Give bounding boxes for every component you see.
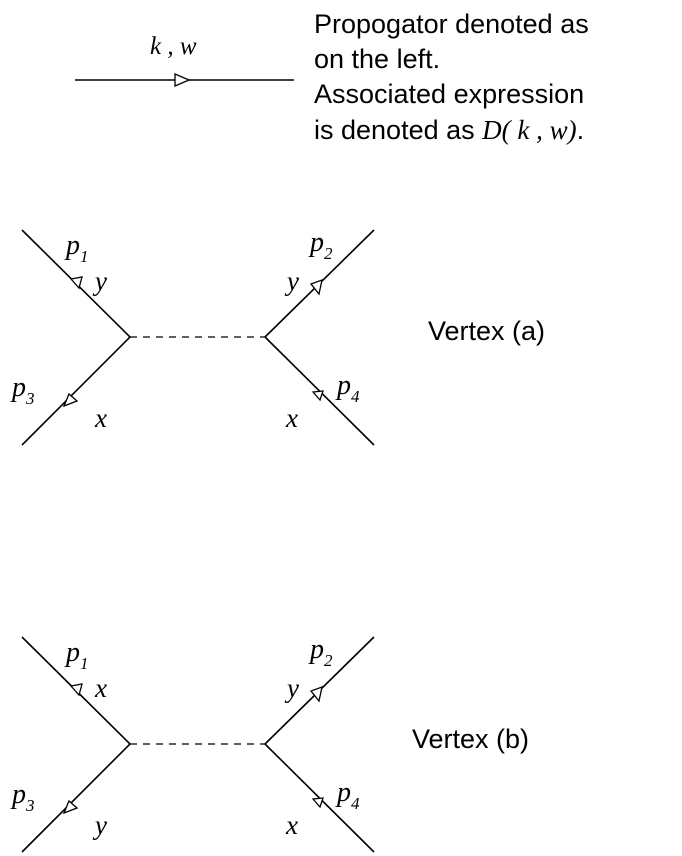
vertex-a-arrow-upper-right-icon (309, 278, 323, 296)
propagator-desc-line-3: Associated expression (314, 79, 584, 109)
vertex-b-p4-label: p4 (335, 777, 360, 813)
vertex-a-p2-label: p2 (308, 227, 333, 263)
vertex-b-lower-left-coord: y (92, 810, 107, 840)
vertex-b-arrow-upper-right-icon (309, 685, 323, 703)
vertex-b-diagram: p1 p2 p3 p4 x y y x Vertex (b) (10, 634, 529, 853)
vertex-b-p1-label: p1 (64, 637, 89, 673)
vertex-a-upper-right-coord: y (284, 266, 299, 296)
vertex-a-arrow-upper-left-icon (69, 276, 83, 290)
vertex-a-lower-right-coord: x (285, 403, 298, 433)
vertex-b-lower-right-coord: x (285, 810, 298, 840)
vertex-b-p3-label: p3 (10, 779, 35, 815)
vertex-b-arrow-upper-left-icon (69, 683, 83, 697)
vertex-b-upper-left-coord: x (94, 673, 107, 703)
propagator-label: k , w (150, 33, 197, 60)
vertex-b-p2-label: p2 (308, 634, 333, 670)
vertex-b-title: Vertex (b) (412, 724, 529, 754)
vertex-b-arrow-lower-left-icon (62, 799, 79, 815)
vertex-a-lower-left-leg (21, 336, 131, 446)
vertex-b-arrow-lower-right-icon (311, 797, 324, 809)
vertex-a-arrow-lower-right-icon (311, 390, 324, 402)
propagator-legend: k , w Propogator denoted as on the left.… (75, 9, 589, 145)
propagator-arrow-icon (174, 73, 191, 87)
vertex-a-p1-label: p1 (64, 230, 89, 266)
vertex-b-lower-left-leg (21, 743, 131, 853)
vertex-a-title: Vertex (a) (428, 316, 545, 346)
vertex-a-p4-label: p4 (335, 370, 360, 406)
vertex-a-arrow-lower-left-icon (62, 392, 79, 408)
vertex-a-diagram: p1 p2 p3 p4 y y x x Vertex (a) (10, 227, 545, 446)
vertex-a-upper-left-coord: y (92, 266, 107, 296)
propagator-expression: is denoted as D( k , w). (314, 115, 584, 145)
propagator-desc-line-1: Propogator denoted as (314, 9, 589, 39)
vertex-b-upper-right-coord: y (284, 673, 299, 703)
vertex-a-p3-label: p3 (10, 372, 35, 408)
vertex-a-lower-left-coord: x (94, 403, 107, 433)
propagator-desc-line-2: on the left. (314, 44, 440, 74)
